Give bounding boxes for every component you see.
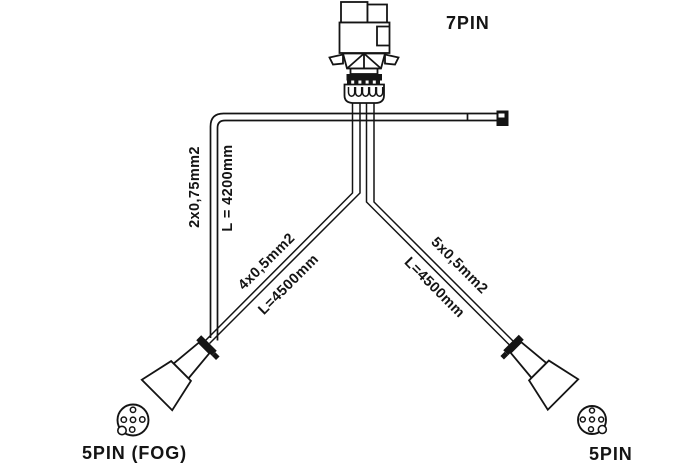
plug-wires [203,103,520,348]
ring-arches [347,87,384,97]
fog-connector-boot-icon [140,335,220,412]
label-left-branch-length: L = 4200mm [219,144,236,232]
seven-pin-plug-icon [328,1,400,104]
five-pin-face-icon [577,405,608,435]
label-5pin: 5PIN [589,444,633,464]
right-connector-boot-icon [500,334,580,412]
ring-castellation [347,80,380,85]
label-left-branch-spec: 2x0,75mm2 [186,146,203,228]
five-pin-fog-face-icon [116,403,150,437]
label-7pin: 7PIN [446,13,490,33]
tube-end-cap-icon [496,110,509,126]
bundle-tube [209,112,497,341]
label-5pin-fog: 5PIN (FOG) [82,443,188,463]
